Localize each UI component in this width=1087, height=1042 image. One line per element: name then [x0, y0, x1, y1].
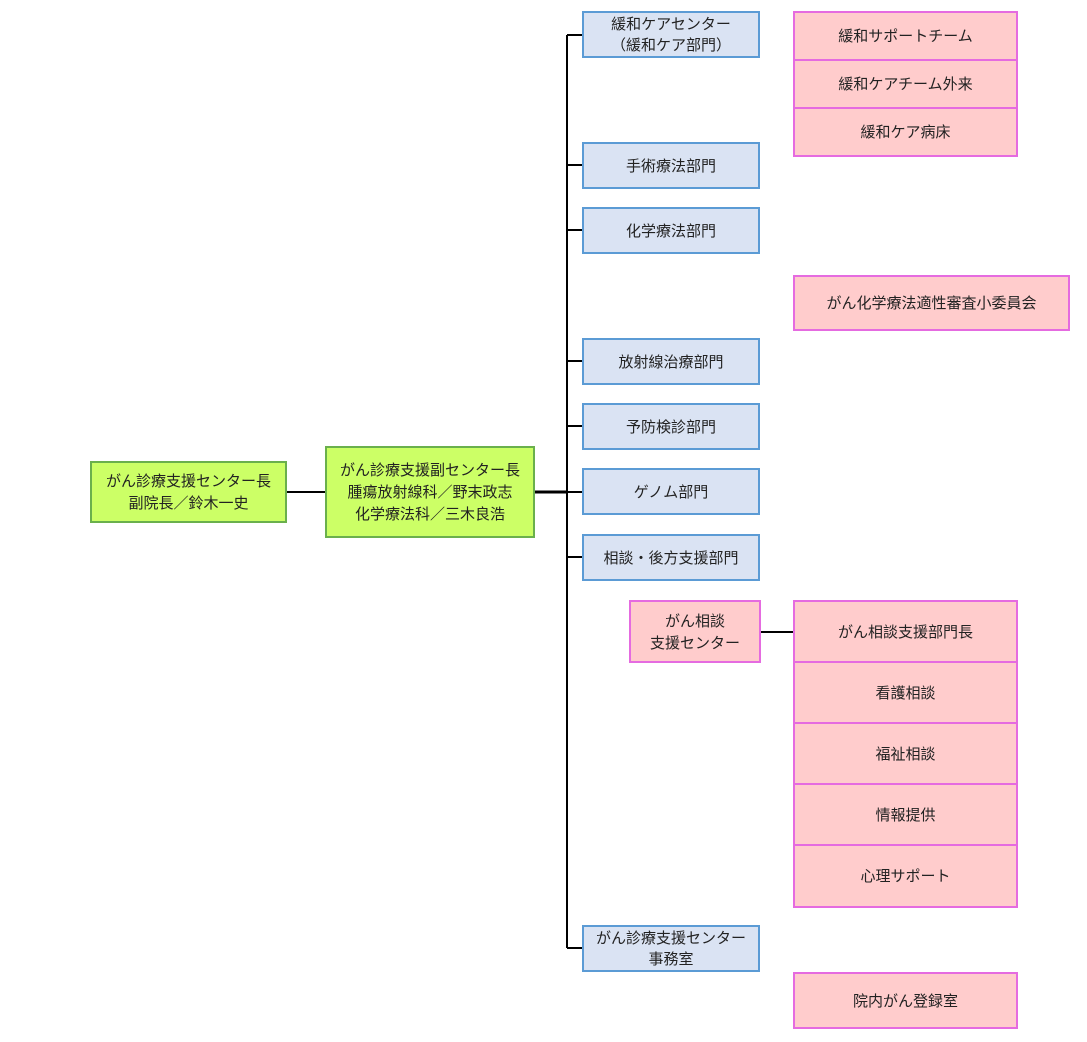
- consult-unit-4-label: 情報提供: [875, 805, 936, 824]
- dept-radiation: 放射線治療部門: [582, 338, 760, 385]
- palliative-outpatient: 緩和ケアチーム外来: [793, 59, 1018, 109]
- deputy-director-box: がん診療支援副センター長 腫瘍放射線科／野末政志 化学療法科／三木良浩: [325, 446, 535, 538]
- nursing-consult: 看護相談: [793, 661, 1018, 724]
- dept-consultation: 相談・後方支援部門: [582, 534, 760, 581]
- palliative-unit-1-label: 緩和サポートチーム: [838, 27, 973, 45]
- deputy-name-2: 化学療法科／三木良浩: [354, 505, 505, 523]
- chemo-review-committee: がん化学療法適性審査小委員会: [793, 275, 1070, 331]
- director-title: がん診療支援センター長: [105, 472, 271, 490]
- cancer-consult-center: がん相談 支援センター: [629, 600, 761, 663]
- dept-chemotherapy: 化学療法部門: [582, 207, 760, 254]
- chemo-committee-label: がん化学療法適性審査小委員会: [826, 294, 1037, 312]
- consult-unit-1-label: がん相談支援部門長: [837, 622, 973, 641]
- dept-genome: ゲノム部門: [582, 468, 760, 515]
- dept-office-line1: がん診療支援センター: [595, 928, 746, 947]
- dept-surgery: 手術療法部門: [582, 142, 760, 189]
- consult-unit-3-label: 福祉相談: [875, 744, 936, 763]
- deputy-title: がん診療支援副センター長: [339, 461, 520, 479]
- deputy-name-1: 腫瘍放射線科／野末政志: [347, 483, 513, 501]
- dept-surgery-label: 手術療法部門: [625, 156, 716, 175]
- welfare-consult: 福祉相談: [793, 722, 1018, 785]
- dept-prevention: 予防検診部門: [582, 403, 760, 450]
- consult-unit-2-label: 看護相談: [875, 683, 936, 702]
- palliative-ward: 緩和ケア病床: [793, 107, 1018, 157]
- consult-department-head: がん相談支援部門長: [793, 600, 1018, 663]
- consult-center-line2: 支援センター: [649, 633, 740, 652]
- psychological-support: 心理サポート: [793, 844, 1018, 908]
- dept-office: がん診療支援センター 事務室: [582, 925, 760, 972]
- palliative-unit-3-label: 緩和ケア病床: [860, 123, 951, 141]
- dept-palliative-line2: （緩和ケア部門）: [610, 35, 731, 54]
- director-name: 副院長／鈴木一史: [128, 494, 249, 512]
- center-director-box: がん診療支援センター長 副院長／鈴木一史: [90, 461, 287, 523]
- dept-radiation-label: 放射線治療部門: [618, 352, 724, 371]
- consult-center-line1: がん相談: [664, 611, 725, 630]
- registry-label: 院内がん登録室: [852, 991, 958, 1010]
- information-service: 情報提供: [793, 783, 1018, 846]
- dept-prevention-label: 予防検診部門: [625, 417, 716, 436]
- dept-palliative-line1: 緩和ケアセンター: [611, 14, 731, 33]
- dept-genome-label: ゲノム部門: [633, 482, 709, 501]
- consult-unit-5-label: 心理サポート: [860, 867, 951, 885]
- dept-chemo-label: 化学療法部門: [625, 221, 716, 240]
- dept-office-line2: 事務室: [648, 949, 694, 968]
- palliative-unit-2-label: 緩和ケアチーム外来: [838, 75, 973, 93]
- palliative-support-team: 緩和サポートチーム: [793, 11, 1018, 61]
- dept-consult-label: 相談・後方支援部門: [603, 548, 739, 567]
- dept-palliative-care-center: 緩和ケアセンター （緩和ケア部門）: [582, 11, 760, 58]
- cancer-registry-office: 院内がん登録室: [793, 972, 1018, 1029]
